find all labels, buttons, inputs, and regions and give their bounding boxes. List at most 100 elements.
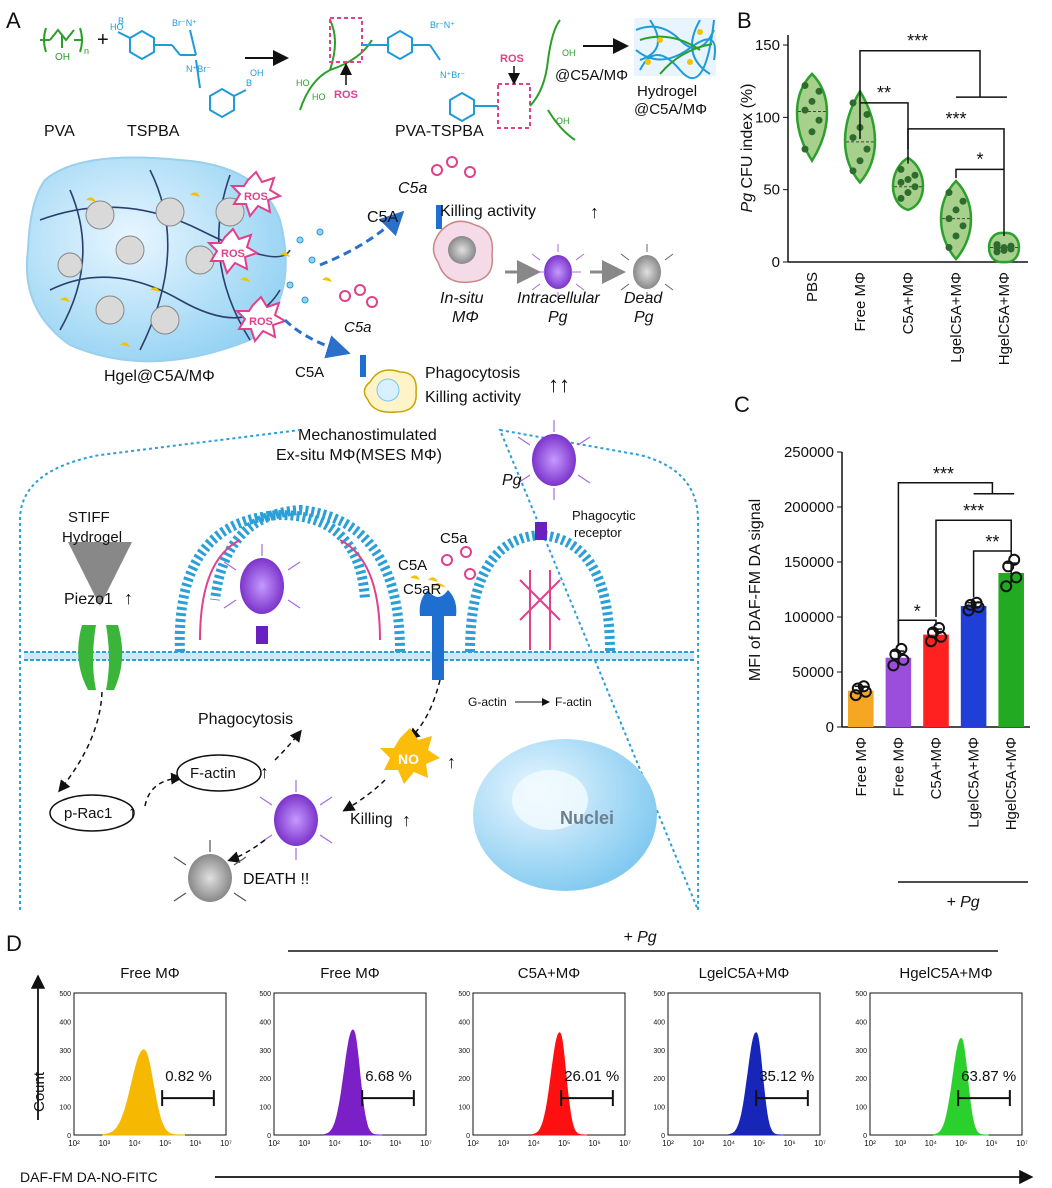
hgel-label: Hgel@C5A/MΦ xyxy=(104,368,215,385)
y-axis-label-b-italic: Pg xyxy=(739,188,756,212)
svg-text:B: B xyxy=(246,78,252,88)
killing-activity-2: Killing activity xyxy=(425,389,521,406)
hist-xtick-4: 10⁵ xyxy=(955,1139,967,1148)
release-arrow-lower xyxy=(283,318,351,359)
violin-point xyxy=(897,194,905,202)
piezo-up-arrow: ↑ xyxy=(124,588,133,608)
hist-xtick-3: 10⁴ xyxy=(723,1139,736,1148)
hist-ytick-2: 500 xyxy=(458,991,470,998)
pg-killed-bacterium xyxy=(259,780,333,860)
svg-text:HO: HO xyxy=(296,78,310,88)
hist-ytick-4: 500 xyxy=(855,991,867,998)
hist-xtick-0: 10⁴ xyxy=(129,1139,142,1148)
pva-tspba-label: PVA-TSPBA xyxy=(395,123,484,140)
hydrogel-label-line1: Hydrogel xyxy=(637,83,697,100)
x-tick-label-b: LgelC5A+MΦ xyxy=(948,272,965,363)
hist-xtick-3: 10⁷ xyxy=(814,1139,826,1148)
c5a-lower-label-2: C5a xyxy=(344,319,372,336)
y-tick-label-c: 100000 xyxy=(784,609,834,626)
y-tick-label-c: 150000 xyxy=(784,554,834,571)
pva-tspba-structure xyxy=(299,17,576,141)
hist-ytick-3: 100 xyxy=(653,1105,665,1112)
svg-text:HO: HO xyxy=(312,92,326,102)
ros-star-2: ROS xyxy=(206,227,260,276)
hist-xtick-0: 10⁷ xyxy=(220,1139,232,1148)
hist-peak-0 xyxy=(102,1049,185,1136)
violin-point xyxy=(863,145,871,153)
intracellular-pg-icon xyxy=(531,244,585,300)
f-actin-out-label: F-actin xyxy=(555,695,592,709)
svg-text:ROS: ROS xyxy=(244,191,268,203)
violin-point xyxy=(1007,242,1015,250)
panel-letter-b: B xyxy=(737,8,752,33)
hist-xtick-1: 10⁵ xyxy=(359,1139,371,1148)
hist-xtick-1: 10³ xyxy=(299,1139,311,1148)
violin-point xyxy=(952,206,960,214)
signal-arrow-1 xyxy=(58,691,103,793)
hist-percent-2: 26.01 % xyxy=(564,1068,619,1085)
pg-label: Pg xyxy=(502,472,522,489)
hist-percent-3: 35.12 % xyxy=(759,1068,814,1085)
phagocytosis-label: Phagocytosis xyxy=(425,365,520,382)
svg-text:HO: HO xyxy=(110,22,124,32)
svg-text:Br⁻N⁺: Br⁻N⁺ xyxy=(172,18,197,28)
violin-point xyxy=(911,171,919,179)
insitu-macrophage xyxy=(432,205,494,284)
violin-point xyxy=(959,197,967,205)
hist-xtick-4: 10³ xyxy=(895,1139,907,1148)
y-tick-label-c: 250000 xyxy=(784,444,834,461)
hist-ytick-1: 300 xyxy=(259,1048,271,1055)
svg-text:Br⁻N⁺: Br⁻N⁺ xyxy=(430,20,455,30)
hist-xtick-1: 10⁶ xyxy=(389,1139,401,1148)
violin-point xyxy=(863,110,871,118)
bar-point xyxy=(887,659,900,672)
violin-point xyxy=(945,215,953,223)
violin-point xyxy=(815,87,823,95)
violin-point xyxy=(801,106,809,114)
phagocytosis-inner-label: Phagocytosis xyxy=(198,711,293,728)
hist-title-0: Free MΦ xyxy=(120,965,180,982)
hist-xtick-2: 10⁵ xyxy=(558,1139,570,1148)
y-axis-label-b: Pg CFU index (%) xyxy=(739,84,756,213)
violin-point xyxy=(849,167,857,175)
sig-label-b-3: *** xyxy=(945,109,966,129)
phagocytic-protrusion xyxy=(465,522,615,653)
violin-point xyxy=(849,134,857,142)
hist-title-4: HgelC5A+MΦ xyxy=(899,965,992,982)
svg-text:OH: OH xyxy=(55,52,70,63)
sig-label-c-1: * xyxy=(914,601,921,621)
panel-letter-c: C xyxy=(734,392,750,417)
bar-point xyxy=(1002,560,1015,573)
hist-ytick-0: 200 xyxy=(59,1076,71,1083)
y-tick-label-c: 200000 xyxy=(784,499,834,516)
violin-point xyxy=(904,189,912,197)
hist-xtick-0: 10³ xyxy=(99,1139,111,1148)
plus-sign: + xyxy=(97,29,109,51)
hist-ytick-1: 0 xyxy=(267,1133,271,1140)
violin-point xyxy=(959,222,967,230)
hist-xtick-3: 10⁶ xyxy=(783,1139,795,1148)
signal-arrow-3 xyxy=(274,729,302,761)
bar-point xyxy=(1000,580,1013,593)
violin-0 xyxy=(795,72,829,164)
hist-ytick-4: 400 xyxy=(855,1019,867,1026)
hist-xtick-3: 10² xyxy=(662,1139,674,1148)
released-particles xyxy=(280,228,332,304)
hist-ytick-0: 0 xyxy=(67,1133,71,1140)
hist-ytick-2: 400 xyxy=(458,1019,470,1026)
violin-point xyxy=(911,183,919,191)
x-tick-label-c: C5A+MΦ xyxy=(928,737,945,799)
x-tick-label-c: HgelC5A+MΦ xyxy=(1003,737,1020,830)
hist-xtick-1: 10⁴ xyxy=(329,1139,342,1148)
bar-point xyxy=(1010,571,1023,584)
svg-text:ROS: ROS xyxy=(221,248,245,260)
svg-text:ROS: ROS xyxy=(249,316,273,328)
hist-percent-4: 63.87 % xyxy=(961,1068,1016,1085)
hist-xtick-3: 10³ xyxy=(693,1139,705,1148)
c5a-upper-label-3: C5A xyxy=(398,557,427,574)
sig-bracket-b-3 xyxy=(907,128,1005,236)
g-actin-label: G-actin xyxy=(468,695,507,709)
sig-bracket-c-2 xyxy=(935,519,1012,617)
sig-bracket-b-4 xyxy=(955,168,1004,179)
